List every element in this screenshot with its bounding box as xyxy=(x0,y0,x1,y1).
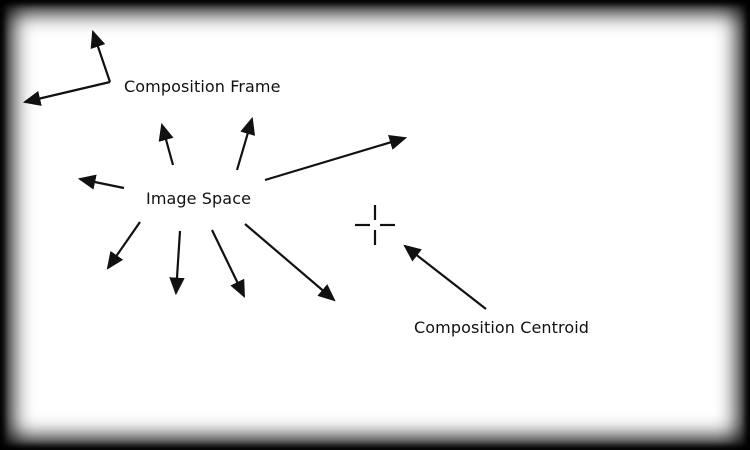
frame-axis-up-arrow xyxy=(90,29,112,83)
space-arrow-up-left xyxy=(158,122,175,166)
image-space-arrows xyxy=(77,116,408,302)
space-arrow-far-down-right xyxy=(244,223,336,302)
composition-centroid-label: Composition Centroid xyxy=(414,318,590,337)
space-arrow-left xyxy=(77,174,125,190)
space-arrow-down-left xyxy=(106,221,141,270)
frame-axes xyxy=(22,29,112,106)
space-arrow-down-right xyxy=(211,229,245,298)
image-space-label: Image Space xyxy=(146,189,252,208)
space-arrow-right xyxy=(264,135,408,182)
frame-axis-left-arrow xyxy=(22,80,111,106)
space-arrow-up-right xyxy=(235,116,256,171)
space-arrow-down xyxy=(169,230,185,296)
composition-frame-label: Composition Frame xyxy=(124,77,281,96)
crosshair-icon xyxy=(355,205,395,245)
centroid-pointer-arrow xyxy=(403,244,487,310)
